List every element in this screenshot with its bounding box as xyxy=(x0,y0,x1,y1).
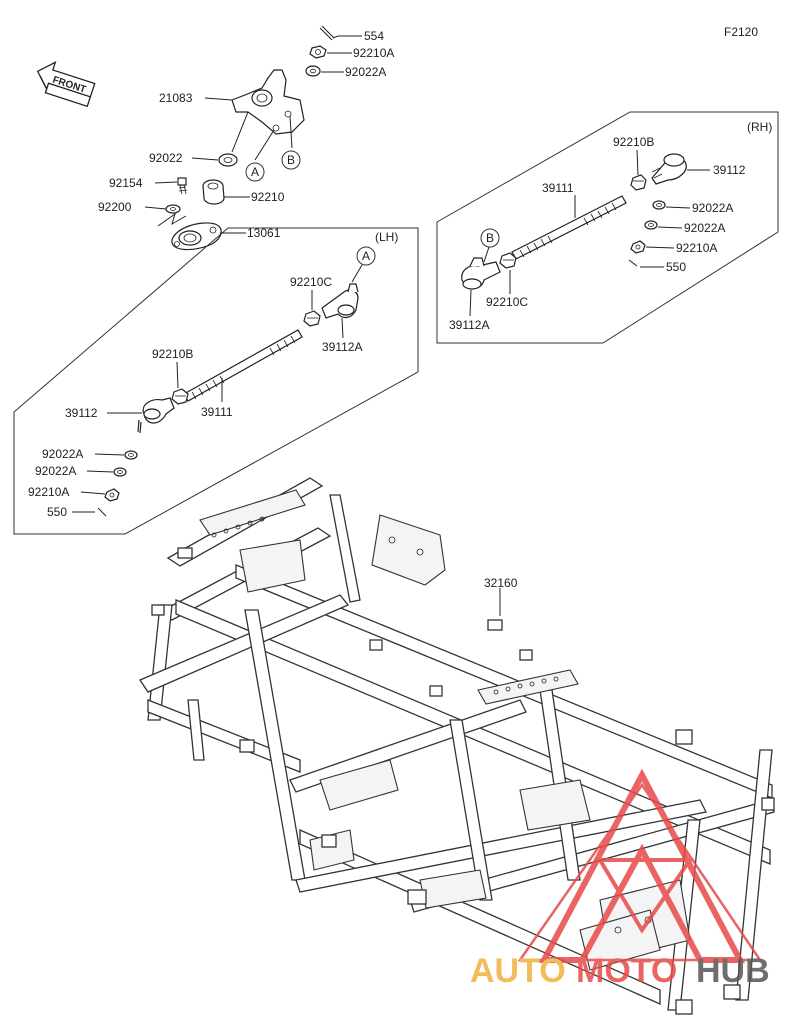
part-92210A-nut-rh[interactable] xyxy=(630,240,646,254)
rh-group: (RH) 92210B 39112 39111 92022A xyxy=(436,111,779,344)
part-92022A-washer-lh-2[interactable] xyxy=(113,467,127,477)
part-92210B-nut-rh[interactable] xyxy=(630,174,647,191)
label-550-rh: 550 xyxy=(666,260,686,274)
lh-side-label: (LH) xyxy=(375,230,398,244)
label-92022A-rh-2: 92022A xyxy=(684,221,725,235)
label-92210: 92210 xyxy=(251,190,285,204)
part-39112A-tie-rod-end-rh[interactable] xyxy=(461,257,501,290)
part-39111-tie-rod-rh[interactable] xyxy=(511,195,627,260)
label-92200: 92200 xyxy=(98,200,132,214)
ref-a-top: A xyxy=(251,165,259,179)
label-21083: 21083 xyxy=(159,91,193,105)
label-39112-lh: 39112 xyxy=(65,406,98,420)
part-92022A-washer[interactable] xyxy=(305,65,321,77)
part-550-cotter-pin-rh[interactable] xyxy=(628,259,638,267)
part-92022A-washer-lh-1[interactable] xyxy=(124,450,138,460)
ref-b-circle-rh xyxy=(480,228,500,248)
label-92210A-lh: 92210A xyxy=(28,485,69,499)
label-92210C-rh: 92210C xyxy=(486,295,528,309)
label-39111-rh: 39111 xyxy=(542,181,574,195)
label-550-lh: 550 xyxy=(47,505,67,519)
part-92210A-nut[interactable] xyxy=(309,45,327,59)
watermark-text-hub: HUB xyxy=(696,952,770,990)
label-39112A-lh: 39112A xyxy=(322,340,362,354)
part-92200-washer[interactable] xyxy=(165,204,181,214)
part-39112-tie-rod-end-rh[interactable] xyxy=(651,153,687,185)
figure-code: F2120 xyxy=(724,25,758,39)
ref-b-rh: B xyxy=(486,231,494,245)
part-32160-frame[interactable] xyxy=(139,477,775,1015)
part-92210C-nut-lh[interactable] xyxy=(303,310,321,327)
part-21083-steering-arm[interactable] xyxy=(231,69,305,135)
label-39112A-rh: 39112A xyxy=(449,318,489,332)
label-92022A-top: 92022A xyxy=(345,65,386,79)
ref-a-lh: A xyxy=(362,249,370,263)
label-92022: 92022 xyxy=(149,151,183,165)
part-92022A-washer-rh-2[interactable] xyxy=(644,220,658,230)
label-92022A-lh-1: 92022A xyxy=(42,447,83,461)
label-39111-lh: 39111 xyxy=(201,405,233,419)
label-92022A-rh-1: 92022A xyxy=(692,201,733,215)
label-92210B-lh: 92210B xyxy=(152,347,193,361)
part-92022-washer[interactable] xyxy=(218,153,238,167)
part-92210A-nut-lh[interactable] xyxy=(104,488,120,502)
label-32160: 32160 xyxy=(484,576,518,590)
label-92210A-top: 92210A xyxy=(353,46,394,60)
watermark-text-moto: MOTO xyxy=(576,952,677,990)
lh-group: (LH) A 39112A 92210C 39111 xyxy=(13,227,419,535)
label-92210C-lh: 92210C xyxy=(290,275,332,289)
part-92210C-nut-rh[interactable] xyxy=(499,252,517,269)
label-39112-rh: 39112 xyxy=(713,163,746,177)
watermark-logo: AUTO MOTO HUB xyxy=(470,768,770,990)
rh-group-box xyxy=(436,111,779,344)
part-39111-tie-rod-lh[interactable] xyxy=(183,329,303,402)
part-92210-bushing[interactable] xyxy=(202,179,225,205)
label-92022A-lh-2: 92022A xyxy=(35,464,76,478)
label-554: 554 xyxy=(364,29,384,43)
part-554-cotter-pin[interactable] xyxy=(319,25,339,41)
label-92210B-rh: 92210B xyxy=(613,135,654,149)
part-92210B-nut-lh[interactable] xyxy=(171,388,189,405)
part-13061-bearing-holder[interactable] xyxy=(171,222,222,251)
lh-group-box xyxy=(13,227,419,535)
part-92154-bolt[interactable] xyxy=(177,177,188,195)
label-92154: 92154 xyxy=(109,176,143,190)
ref-a-circle-lh xyxy=(356,246,376,266)
ref-b-top: B xyxy=(287,153,295,167)
part-550-cotter-pin-lh[interactable] xyxy=(97,507,107,517)
part-39112-tie-rod-end-lh[interactable] xyxy=(137,397,175,434)
ref-b-circle-top xyxy=(281,150,301,170)
rh-side-label: (RH) xyxy=(747,120,772,134)
label-92210A-rh: 92210A xyxy=(676,241,717,255)
ref-a-circle-top xyxy=(245,162,265,182)
watermark-text-auto: AUTO xyxy=(470,952,566,990)
part-92022A-washer-rh-1[interactable] xyxy=(652,200,666,210)
part-39112A-tie-rod-end-lh[interactable] xyxy=(321,283,359,319)
label-13061: 13061 xyxy=(247,226,281,240)
top-group: 554 92210A 92022A 21083 A xyxy=(98,25,394,251)
front-arrow-icon: FRONT xyxy=(36,61,96,108)
